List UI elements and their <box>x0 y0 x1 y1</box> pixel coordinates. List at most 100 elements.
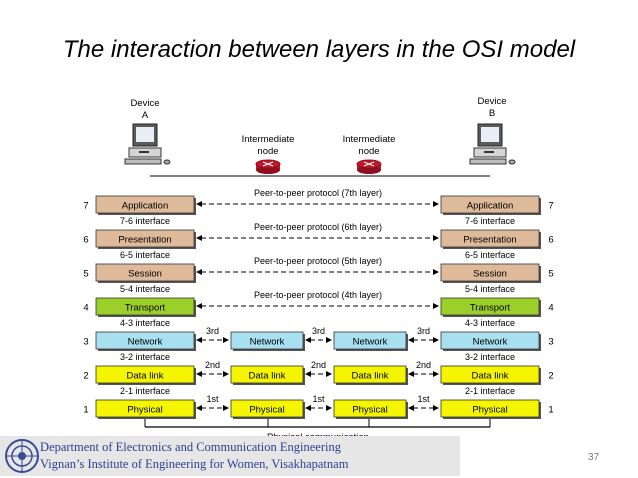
hop-arrow <box>408 337 439 343</box>
interface-label-b: 5-4 interface <box>465 284 515 294</box>
router-icon <box>255 159 281 174</box>
layer-box <box>333 365 407 384</box>
arrow-head-right <box>433 269 439 275</box>
arrow-head-left <box>305 371 311 377</box>
arrow-head-left <box>196 405 202 411</box>
interface-label-a: 7-6 interface <box>120 216 170 226</box>
footer-banner: Department of Electronics and Communicat… <box>0 436 460 476</box>
mouse <box>508 159 516 165</box>
arrow-head-left <box>196 303 202 309</box>
router-arrow <box>363 161 375 167</box>
layer-box <box>440 399 540 418</box>
layer-box <box>230 399 304 418</box>
peer-protocol-label: Peer-to-peer protocol (6th layer) <box>254 222 382 232</box>
keyboard <box>124 158 162 165</box>
hop-arrow <box>196 337 229 343</box>
layer-number: 1 <box>83 405 88 416</box>
arrow-head-right <box>223 371 229 377</box>
hop-label: 1st <box>312 394 325 404</box>
hop-label: 3rd <box>417 326 430 336</box>
page-number: 37 <box>588 452 600 463</box>
peer-protocol-arrow <box>196 303 439 309</box>
interface-label-b: 6-5 interface <box>465 250 515 260</box>
interface-label-b: 3-2 interface <box>465 352 515 362</box>
hop-label: 3rd <box>312 326 325 336</box>
layer-label: Network <box>473 337 508 348</box>
device-b-computer-icon <box>469 123 516 165</box>
arrow-head-left <box>305 337 311 343</box>
node2-label: Intermediate <box>343 134 396 145</box>
hop-arrow <box>305 405 332 411</box>
arrow-head-left <box>196 337 202 343</box>
hop-label: 1st <box>417 394 430 404</box>
peer-protocol-label: Peer-to-peer protocol (4th layer) <box>254 290 382 300</box>
layer-label: Physical <box>352 405 387 416</box>
interface-label-a: 2-1 interface <box>120 386 170 396</box>
layer-box <box>95 297 195 316</box>
layer-label: Network <box>250 337 285 348</box>
hop-arrow <box>196 371 229 377</box>
layer-label: Network <box>128 337 163 348</box>
institute-logo-icon <box>5 439 39 473</box>
layer-box <box>440 263 540 282</box>
peer-protocol-label: Peer-to-peer protocol (7th layer) <box>254 188 382 198</box>
layer-box <box>440 229 540 248</box>
hop-label: 2nd <box>311 360 326 370</box>
router-arrow <box>262 161 274 167</box>
layer-box <box>333 331 407 350</box>
layer-box <box>440 195 540 214</box>
peer-protocol-label: Peer-to-peer protocol (5th layer) <box>254 256 382 266</box>
drive-slot <box>139 151 149 153</box>
device-a-label: A <box>142 110 149 121</box>
interface-label-a: 5-4 interface <box>120 284 170 294</box>
layer-box <box>95 399 195 418</box>
layer-label: Physical <box>249 405 284 416</box>
device-b-label: Device <box>477 96 506 107</box>
arrow-head-left <box>408 371 414 377</box>
arrow-head-right <box>433 337 439 343</box>
layer-label: Physical <box>127 405 162 416</box>
arrow-head-left <box>408 405 414 411</box>
mouse <box>163 159 171 165</box>
layer-number: 4 <box>548 303 553 314</box>
interface-label-a: 4-3 interface <box>120 318 170 328</box>
peer-protocol-arrow <box>196 269 439 275</box>
arrow-head-left <box>196 269 202 275</box>
layer-number: 7 <box>83 201 88 212</box>
arrow-head-left <box>408 337 414 343</box>
hop-label: 1st <box>206 394 219 404</box>
node1-label: node <box>257 146 278 157</box>
device-a-computer-icon <box>124 123 171 165</box>
layer-box <box>440 365 540 384</box>
layer-number: 6 <box>548 235 553 246</box>
layer-number: 7 <box>548 201 553 212</box>
arrow-head-right <box>326 405 332 411</box>
layer-box <box>95 331 195 350</box>
interface-label-a: 3-2 interface <box>120 352 170 362</box>
hop-arrow <box>408 371 439 377</box>
arrow-head-right <box>433 405 439 411</box>
interface-label-a: 6-5 interface <box>120 250 170 260</box>
arrow-head-right <box>326 337 332 343</box>
layer-label: Transport <box>470 303 511 314</box>
layer-number: 6 <box>83 235 88 246</box>
layer-number: 3 <box>83 337 88 348</box>
layer-box <box>230 365 304 384</box>
interface-label-b: 7-6 interface <box>465 216 515 226</box>
arrow-head-left <box>305 405 311 411</box>
arrow-head-right <box>223 337 229 343</box>
layer-label: Session <box>473 269 507 280</box>
layer-box <box>95 263 195 282</box>
arrow-head-left <box>196 201 202 207</box>
layer-label: Presentation <box>118 235 171 246</box>
hop-arrow <box>408 405 439 411</box>
hop-arrow <box>305 371 332 377</box>
layer-box <box>333 399 407 418</box>
router-base <box>256 166 280 174</box>
layer-box <box>95 229 195 248</box>
hop-arrow <box>196 405 229 411</box>
router-base <box>357 166 381 174</box>
hop-arrow <box>305 337 332 343</box>
layer-box <box>230 331 304 350</box>
layer-number: 1 <box>548 405 553 416</box>
